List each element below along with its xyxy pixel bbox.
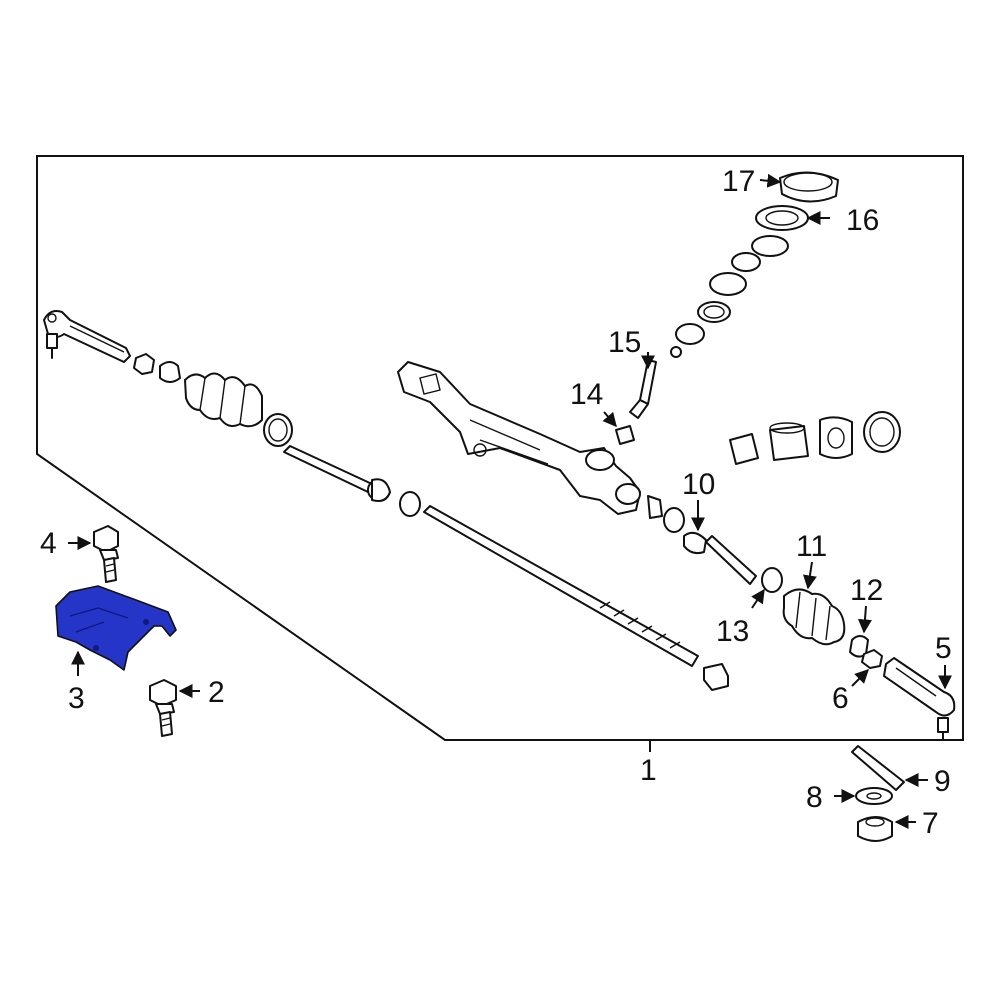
right-bellows-boot-11 — [782, 588, 846, 646]
left-inner-tie-rod — [283, 445, 421, 517]
callout-11: 11 — [796, 530, 827, 563]
assembly-boundary — [36, 155, 964, 741]
ring-13 — [761, 567, 783, 593]
callout-14: 14 — [570, 378, 603, 411]
callout-4: 4 — [40, 527, 57, 560]
steering-gear-housing — [397, 361, 685, 533]
seal-stack — [675, 252, 761, 345]
callout-9: 9 — [934, 765, 951, 798]
nut-6 — [861, 649, 883, 669]
heat-shield-highlighted-part — [55, 585, 177, 671]
callout-labels: 1 2 3 4 5 6 7 8 9 10 11 12 13 14 15 16 1… — [40, 165, 952, 840]
washer-8 — [855, 787, 893, 805]
left-tie-rod-end — [43, 310, 131, 363]
callout-2: 2 — [208, 676, 225, 709]
callout-13: 13 — [716, 615, 749, 648]
callout-6: 6 — [832, 682, 849, 715]
callout-3: 3 — [68, 682, 85, 715]
callout-8: 8 — [806, 781, 823, 814]
seal-16 — [751, 205, 809, 257]
right-inner-tie-rod-10 — [683, 531, 757, 585]
callout-5: 5 — [935, 632, 952, 665]
left-nuts — [133, 353, 181, 383]
pinion-shaft-15 — [629, 346, 682, 419]
callout-1: 1 — [640, 754, 657, 787]
bolt-4 — [93, 525, 119, 583]
yoke-parts — [729, 411, 901, 465]
callout-15: 15 — [608, 326, 641, 359]
bolt-9 — [851, 745, 905, 791]
callout-16: 16 — [846, 204, 879, 237]
left-bellows-boot — [184, 372, 293, 447]
bolt-2 — [149, 679, 177, 737]
callout-17: 17 — [722, 165, 755, 198]
bushing-14 — [615, 425, 635, 445]
cap-ring-17 — [779, 171, 839, 203]
callout-12: 12 — [850, 574, 883, 607]
nut-7 — [857, 816, 893, 842]
rack-bar — [423, 505, 729, 691]
heat-shield-3 — [55, 585, 177, 671]
callout-leaders — [68, 173, 952, 829]
right-tie-rod-end-5 — [883, 657, 956, 741]
callout-7: 7 — [922, 807, 939, 840]
callout-10: 10 — [682, 468, 715, 501]
